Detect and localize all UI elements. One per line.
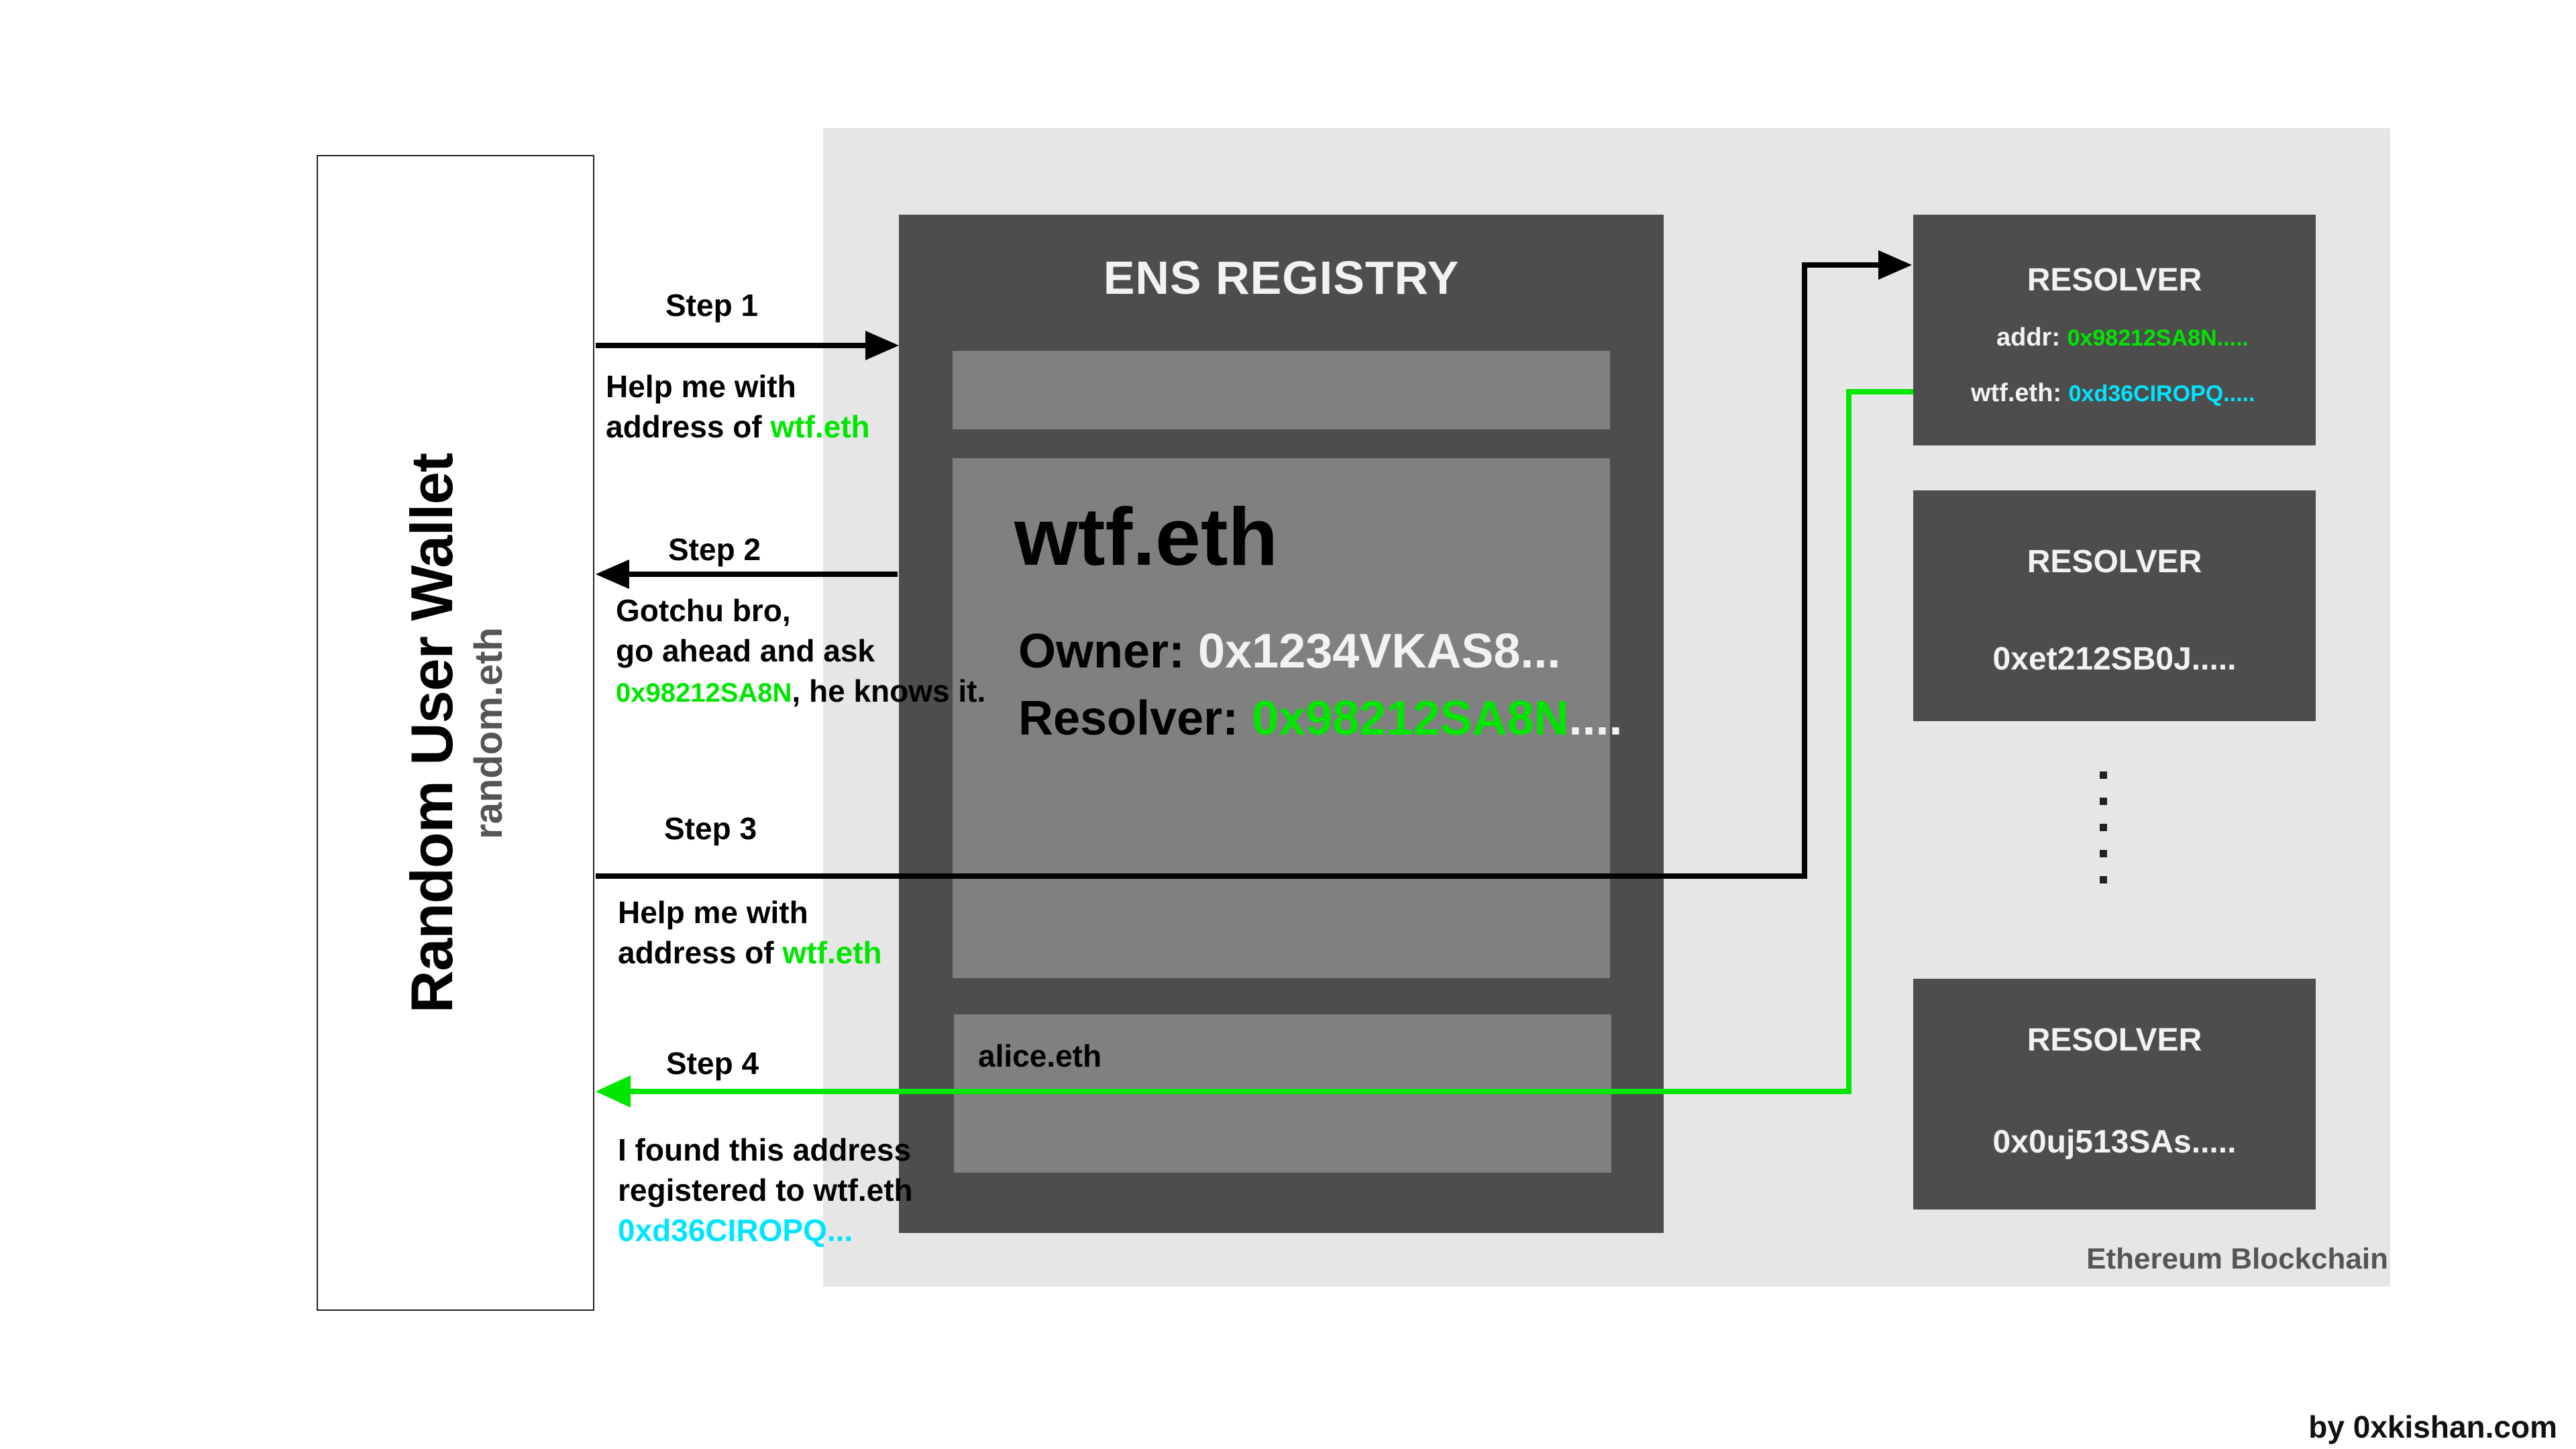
- step-1-prefix: address of: [606, 409, 771, 444]
- resolver-box-1: [1913, 215, 2316, 445]
- owner-label: Owner:: [1018, 625, 1185, 678]
- step-2-line1: Gotchu bro,: [616, 593, 791, 628]
- step-1-note: Help me with address of wtf.eth: [606, 366, 870, 447]
- resolver-line: Resolver: 0x98212SA8N....: [1018, 691, 1623, 746]
- author-credit: by 0xkishan.com: [2308, 1409, 2557, 1444]
- step-2-highlight: 0x98212SA8N: [616, 678, 792, 708]
- step-2-suffix: , he knows it.: [792, 674, 986, 708]
- step-2-note: Gotchu bro, go ahead and ask 0x98212SA8N…: [616, 590, 985, 713]
- user-wallet-box: Random User Wallet random.eth: [317, 155, 594, 1311]
- resolver-3-title: RESOLVER: [2027, 1022, 2202, 1058]
- entry-name: wtf.eth: [1014, 491, 1279, 582]
- resolver-1-wtf-row: wtf.eth: 0xd36CIROPQ.....: [1971, 379, 2255, 408]
- blockchain-label: Ethereum Blockchain: [2086, 1242, 2388, 1275]
- step-2-label: Step 2: [668, 532, 761, 567]
- step-1-line1: Help me with: [606, 369, 796, 404]
- step-4-highlight: 0xd36CIROPQ...: [618, 1213, 853, 1248]
- registry-title: ENS REGISTRY: [1103, 252, 1460, 304]
- step-4-line2: registered to wtf.eth: [618, 1173, 913, 1208]
- step-3-highlight: wtf.eth: [782, 935, 882, 970]
- more-resolvers-ellipsis: [2100, 771, 2113, 902]
- registry-empty-slot: [953, 351, 1610, 429]
- step-2-line2: go ahead and ask: [616, 633, 875, 668]
- step-4-line1: I found this address: [618, 1132, 912, 1167]
- resolver-1-title: RESOLVER: [2027, 262, 2202, 298]
- resolver-box-2: [1913, 490, 2316, 721]
- step-3-line1: Help me with: [618, 895, 808, 930]
- resolver-1-addr-value: 0x98212SA8N.....: [2067, 325, 2249, 351]
- step-2-arrow: [596, 559, 898, 589]
- resolver-2-title: RESOLVER: [2027, 544, 2202, 580]
- resolver-1-wtf-label: wtf.eth:: [1971, 379, 2062, 407]
- step-1-arrow: [596, 331, 899, 360]
- owner-value: 0x1234VKAS8...: [1198, 625, 1561, 678]
- resolver-1-wtf-value: 0xd36CIROPQ.....: [2068, 381, 2255, 407]
- resolver-3-value: 0x0uj513SAs.....: [1992, 1124, 2237, 1160]
- registry-entry-wtf: [953, 458, 1610, 978]
- step-3-arrow: [596, 250, 1912, 879]
- resolver-value: 0x98212SA8N: [1252, 692, 1569, 745]
- step-3-line2: address of wtf.eth: [618, 932, 882, 973]
- step-4-note: I found this address registered to wtf.e…: [618, 1130, 913, 1250]
- step-3-prefix: address of: [618, 935, 783, 970]
- step-1-label: Step 1: [665, 288, 759, 323]
- step-4-arrow: [596, 389, 1913, 1108]
- alice-entry-name: alice.eth: [978, 1038, 1102, 1073]
- step-3-note: Help me with address of wtf.eth: [618, 892, 882, 973]
- resolver-1-addr-label: addr:: [1996, 323, 2060, 352]
- step-1-highlight: wtf.eth: [770, 409, 870, 444]
- resolver-label: Resolver:: [1018, 692, 1239, 745]
- step-2-line3: 0x98212SA8N, he knows it.: [616, 671, 985, 713]
- owner-line: Owner: 0x1234VKAS8...: [1018, 624, 1560, 679]
- resolver-2-value: 0xet212SB0J.....: [1992, 641, 2237, 677]
- resolver-1-addr-row: addr: 0x98212SA8N.....: [1996, 323, 2249, 352]
- step-4-label: Step 4: [666, 1046, 759, 1081]
- resolver-suffix: ....: [1568, 692, 1623, 745]
- resolver-box-3: [1913, 979, 2316, 1210]
- step-1-line2: address of wtf.eth: [606, 407, 870, 447]
- step-3-label: Step 3: [664, 811, 757, 846]
